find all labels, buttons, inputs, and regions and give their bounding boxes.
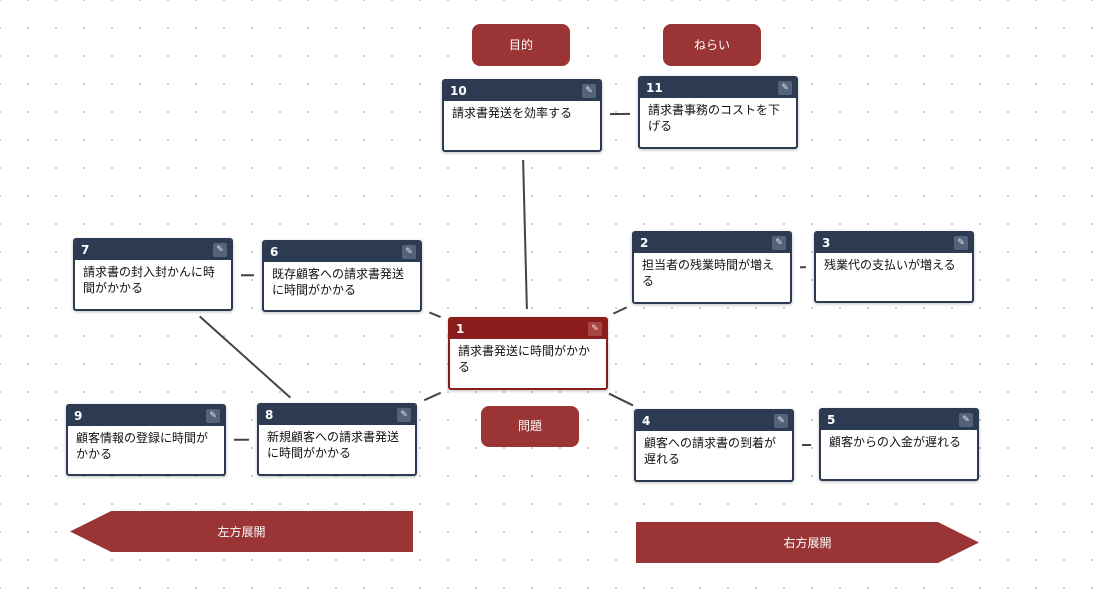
- card-header: 10 ✎: [444, 81, 600, 101]
- card-header: 6✎: [264, 242, 420, 262]
- card-number: 8: [265, 408, 274, 422]
- problem-label: 問題: [481, 406, 579, 447]
- card-number: 4: [642, 414, 651, 428]
- edit-icon[interactable]: ✎: [397, 408, 411, 422]
- connector-line: [198, 315, 292, 399]
- issue-card[interactable]: 4✎ 顧客への請求書の到着が遅れる: [634, 409, 794, 482]
- card-number: 10: [450, 84, 467, 98]
- card-number: 7: [81, 243, 90, 257]
- issue-card[interactable]: 2✎ 担当者の残業時間が増える: [632, 231, 792, 304]
- card-text: 既存顧客への請求書発送に時間がかかる: [272, 267, 405, 297]
- edit-icon[interactable]: ✎: [772, 236, 786, 250]
- card-text: 請求書の封入封かんに時間がかかる: [83, 265, 216, 295]
- purpose-card[interactable]: 10 ✎ 請求書発送を効率する: [442, 79, 602, 152]
- issue-card[interactable]: 5✎ 顧客からの入金が遅れる: [819, 408, 979, 481]
- card-number: 5: [827, 413, 836, 427]
- card-number: 11: [646, 81, 663, 95]
- card-header: 4✎: [636, 411, 792, 431]
- card-text: 新規顧客への請求書発送に時間がかかる: [267, 430, 400, 460]
- card-header: 7✎: [75, 240, 231, 260]
- edit-icon[interactable]: ✎: [954, 236, 968, 250]
- card-text: 請求書発送に時間がかかる: [458, 344, 591, 374]
- card-number: 2: [640, 236, 649, 250]
- edit-icon[interactable]: ✎: [778, 81, 792, 95]
- card-header: 1✎: [450, 319, 606, 339]
- issue-card[interactable]: 3✎ 残業代の支払いが増える: [814, 231, 974, 303]
- card-text: 担当者の残業時間が増える: [642, 258, 775, 288]
- connector-line: [612, 306, 628, 315]
- connector-line: [522, 159, 528, 310]
- right-expand-arrow: 右方展開: [636, 522, 979, 563]
- card-header: 9✎: [68, 406, 224, 426]
- left-expand-arrow: 左方展開: [70, 511, 413, 552]
- card-number: 1: [456, 322, 465, 336]
- issue-card[interactable]: 6✎ 既存顧客への請求書発送に時間がかかる: [262, 240, 422, 312]
- aim-card[interactable]: 11 ✎ 請求書事務のコストを下げる: [638, 76, 798, 149]
- connector-line: [423, 391, 442, 402]
- edit-icon[interactable]: ✎: [959, 413, 973, 427]
- issue-card[interactable]: 9✎ 顧客情報の登録に時間がかかる: [66, 404, 226, 476]
- card-header: 3✎: [816, 233, 972, 253]
- card-header: 5✎: [821, 410, 977, 430]
- edit-icon[interactable]: ✎: [213, 243, 227, 257]
- edit-icon[interactable]: ✎: [206, 409, 220, 423]
- card-text: 請求書事務のコストを下げる: [648, 103, 781, 133]
- card-header: 2✎: [634, 233, 790, 253]
- right-expand-label: 右方展開: [783, 536, 832, 550]
- card-header: 11 ✎: [640, 78, 796, 98]
- card-number: 9: [74, 409, 83, 423]
- connector-line: [608, 392, 634, 407]
- issue-card[interactable]: 8✎ 新規顧客への請求書発送に時間がかかる: [257, 403, 417, 476]
- issue-card-center[interactable]: 1✎ 請求書発送に時間がかかる: [448, 317, 608, 390]
- card-number: 3: [822, 236, 831, 250]
- card-text: 顧客への請求書の到着が遅れる: [644, 436, 777, 466]
- edit-icon[interactable]: ✎: [588, 322, 602, 336]
- connector-line: [428, 311, 442, 319]
- card-text: 顧客からの入金が遅れる: [829, 435, 962, 449]
- aim-label: ねらい: [663, 24, 761, 66]
- card-text: 残業代の支払いが増える: [824, 258, 956, 272]
- card-header: 8✎: [259, 405, 415, 425]
- issue-card[interactable]: 7✎ 請求書の封入封かんに時間がかかる: [73, 238, 233, 311]
- edit-icon[interactable]: ✎: [582, 84, 596, 98]
- purpose-label: 目的: [472, 24, 570, 66]
- card-text: 顧客情報の登録に時間がかかる: [76, 431, 209, 461]
- card-number: 6: [270, 245, 279, 259]
- left-expand-label: 左方展開: [217, 525, 266, 539]
- edit-icon[interactable]: ✎: [774, 414, 788, 428]
- edit-icon[interactable]: ✎: [402, 245, 416, 259]
- card-text: 請求書発送を効率する: [452, 106, 573, 120]
